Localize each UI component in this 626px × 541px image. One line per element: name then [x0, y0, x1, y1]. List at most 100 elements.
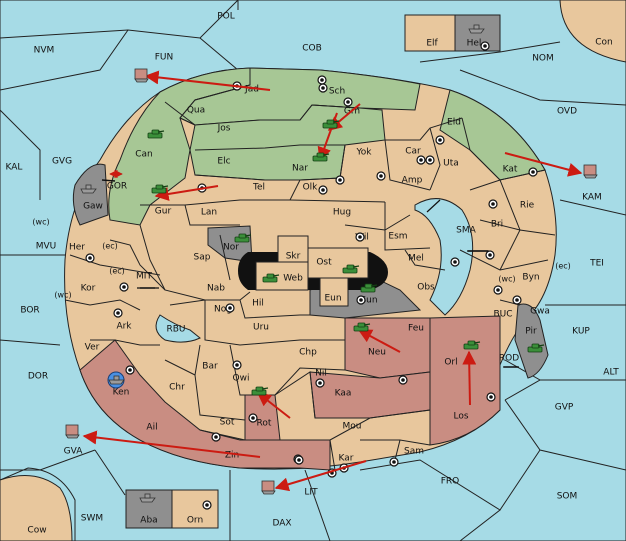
sea-label-dax: DAX	[272, 519, 291, 529]
sea-label-kup: KUP	[572, 327, 590, 337]
fleet-icon-gaw[interactable]	[80, 184, 97, 194]
supply-center-icon	[480, 41, 490, 51]
sea-label-bor: BOR	[20, 306, 39, 316]
army-icon-can[interactable]	[147, 129, 165, 139]
land-label-jad: Jad	[244, 85, 259, 95]
army-icon-nar[interactable]	[312, 152, 330, 162]
supply-center-icon	[225, 303, 235, 313]
army-icon-neu[interactable]	[353, 322, 371, 332]
supply-center-icon	[425, 155, 435, 165]
fleet-icon-hel[interactable]	[468, 24, 485, 34]
land-label-amp: Amp	[402, 176, 423, 186]
fleet-icon-lit[interactable]	[261, 480, 276, 495]
land-label-mel: Mel	[408, 254, 424, 264]
province-cow[interactable]	[0, 475, 73, 541]
sea-label-rbu: RBU	[166, 325, 185, 335]
sea-label-nom: NOM	[532, 54, 554, 64]
supply-center-icon	[435, 135, 445, 145]
coast-tag: (wc)	[54, 291, 71, 300]
supply-center-icon	[398, 375, 408, 385]
army-icon-gur[interactable]	[151, 184, 169, 194]
fleet-icon-gva[interactable]	[65, 424, 80, 439]
supply-center-icon	[356, 295, 366, 305]
army-icon-rot[interactable]	[251, 386, 269, 396]
sea-label-buc: BUC	[493, 310, 512, 320]
land-label-web: Web	[283, 274, 303, 284]
sea-label-cob: COB	[302, 44, 322, 54]
supply-center-icon	[318, 185, 328, 195]
supply-center-icon	[343, 97, 353, 107]
land-label-car: Car	[405, 147, 421, 157]
land-label-can: Can	[135, 150, 153, 160]
province-eun-box	[319, 277, 349, 307]
sea-label-gvg: GVG	[52, 157, 72, 167]
fleet-icon-fun[interactable]	[134, 68, 149, 83]
land-label-kar: Kar	[339, 454, 354, 464]
supply-center-icon	[389, 457, 399, 467]
land-label-kaa: Kaa	[335, 389, 352, 399]
army-icon-sun[interactable]	[360, 283, 378, 293]
sea-label-som: SOM	[557, 492, 578, 502]
sea-label-kam: KAM	[582, 193, 602, 203]
impassable-gaw	[72, 163, 109, 226]
move-arrow-rot-to-qwi	[256, 392, 291, 419]
province-orn[interactable]	[171, 489, 219, 529]
land-label-uru: Uru	[253, 323, 269, 333]
army-icon-pir[interactable]	[527, 343, 545, 353]
land-label-chr: Chr	[169, 383, 185, 393]
fleet-icon-kam[interactable]	[583, 164, 598, 179]
supply-center-icon	[211, 432, 221, 442]
sea-label-con: Con	[595, 38, 613, 48]
land-label-chp: Chp	[299, 348, 317, 358]
inlet-rbu	[155, 314, 201, 343]
land-label-nar: Nar	[292, 164, 308, 174]
strait-arrows	[109, 169, 519, 368]
supply-center-icon	[317, 75, 327, 85]
land-label-mou: Mou	[343, 422, 362, 432]
land-label-gwa: Gwa	[530, 307, 550, 317]
land-label-hug: Hug	[333, 208, 351, 218]
land-label-los: Los	[453, 412, 468, 422]
land-label-kat: Kat	[503, 165, 518, 175]
land-label-qwi: Qwi	[233, 374, 250, 384]
land-label-sot: Sot	[220, 418, 235, 428]
fleet-icon-aba[interactable]	[139, 493, 156, 503]
army-icon-orl[interactable]	[463, 340, 481, 350]
supply-center-icon	[355, 232, 365, 242]
supply-center-icon	[528, 167, 538, 177]
sea-label-rod: ROD	[499, 354, 519, 364]
supply-center-icon	[485, 250, 495, 260]
province-web-box	[255, 261, 309, 291]
land-label-ken: Ken	[113, 388, 130, 398]
move-arrow-tel-to-gur	[154, 185, 219, 201]
supply-center-icon	[512, 295, 522, 305]
army-icon-nor[interactable]	[234, 233, 252, 243]
land-label-bar: Bar	[202, 362, 218, 372]
army-icon-grh[interactable]	[322, 119, 340, 129]
land-label-nog: Nog	[214, 305, 232, 315]
land-label-ail: Ail	[146, 423, 157, 433]
land-label-qua: Qua	[187, 106, 205, 116]
sea-label-alt: ALT	[603, 368, 619, 378]
land-label-bri: Bri	[491, 220, 503, 230]
army-icon-web[interactable]	[262, 273, 280, 283]
green-territory-west	[108, 67, 251, 226]
supply-center-icon	[416, 155, 426, 165]
sea-label-mit: MIT	[136, 272, 152, 282]
land-label-nab: Nab	[207, 284, 225, 294]
supply-center-icon	[493, 285, 503, 295]
land-label-neu: Neu	[368, 348, 386, 358]
land-label-obs: Obs	[417, 283, 435, 293]
land-label-tel: Tel	[252, 183, 265, 193]
fleet-icon-ken[interactable]	[107, 371, 125, 389]
move-arrow-zin-to-gva	[82, 430, 261, 458]
move-arrow-kar-to-lit	[274, 460, 367, 492]
army-icon-ost[interactable]	[342, 264, 360, 274]
supply-center-icon	[294, 455, 304, 465]
red-territory-kaa	[309, 371, 431, 419]
supply-center-icon	[202, 500, 212, 510]
sea-label-mvu: MVU	[36, 242, 57, 252]
coast-tag: (wc)	[32, 218, 49, 227]
